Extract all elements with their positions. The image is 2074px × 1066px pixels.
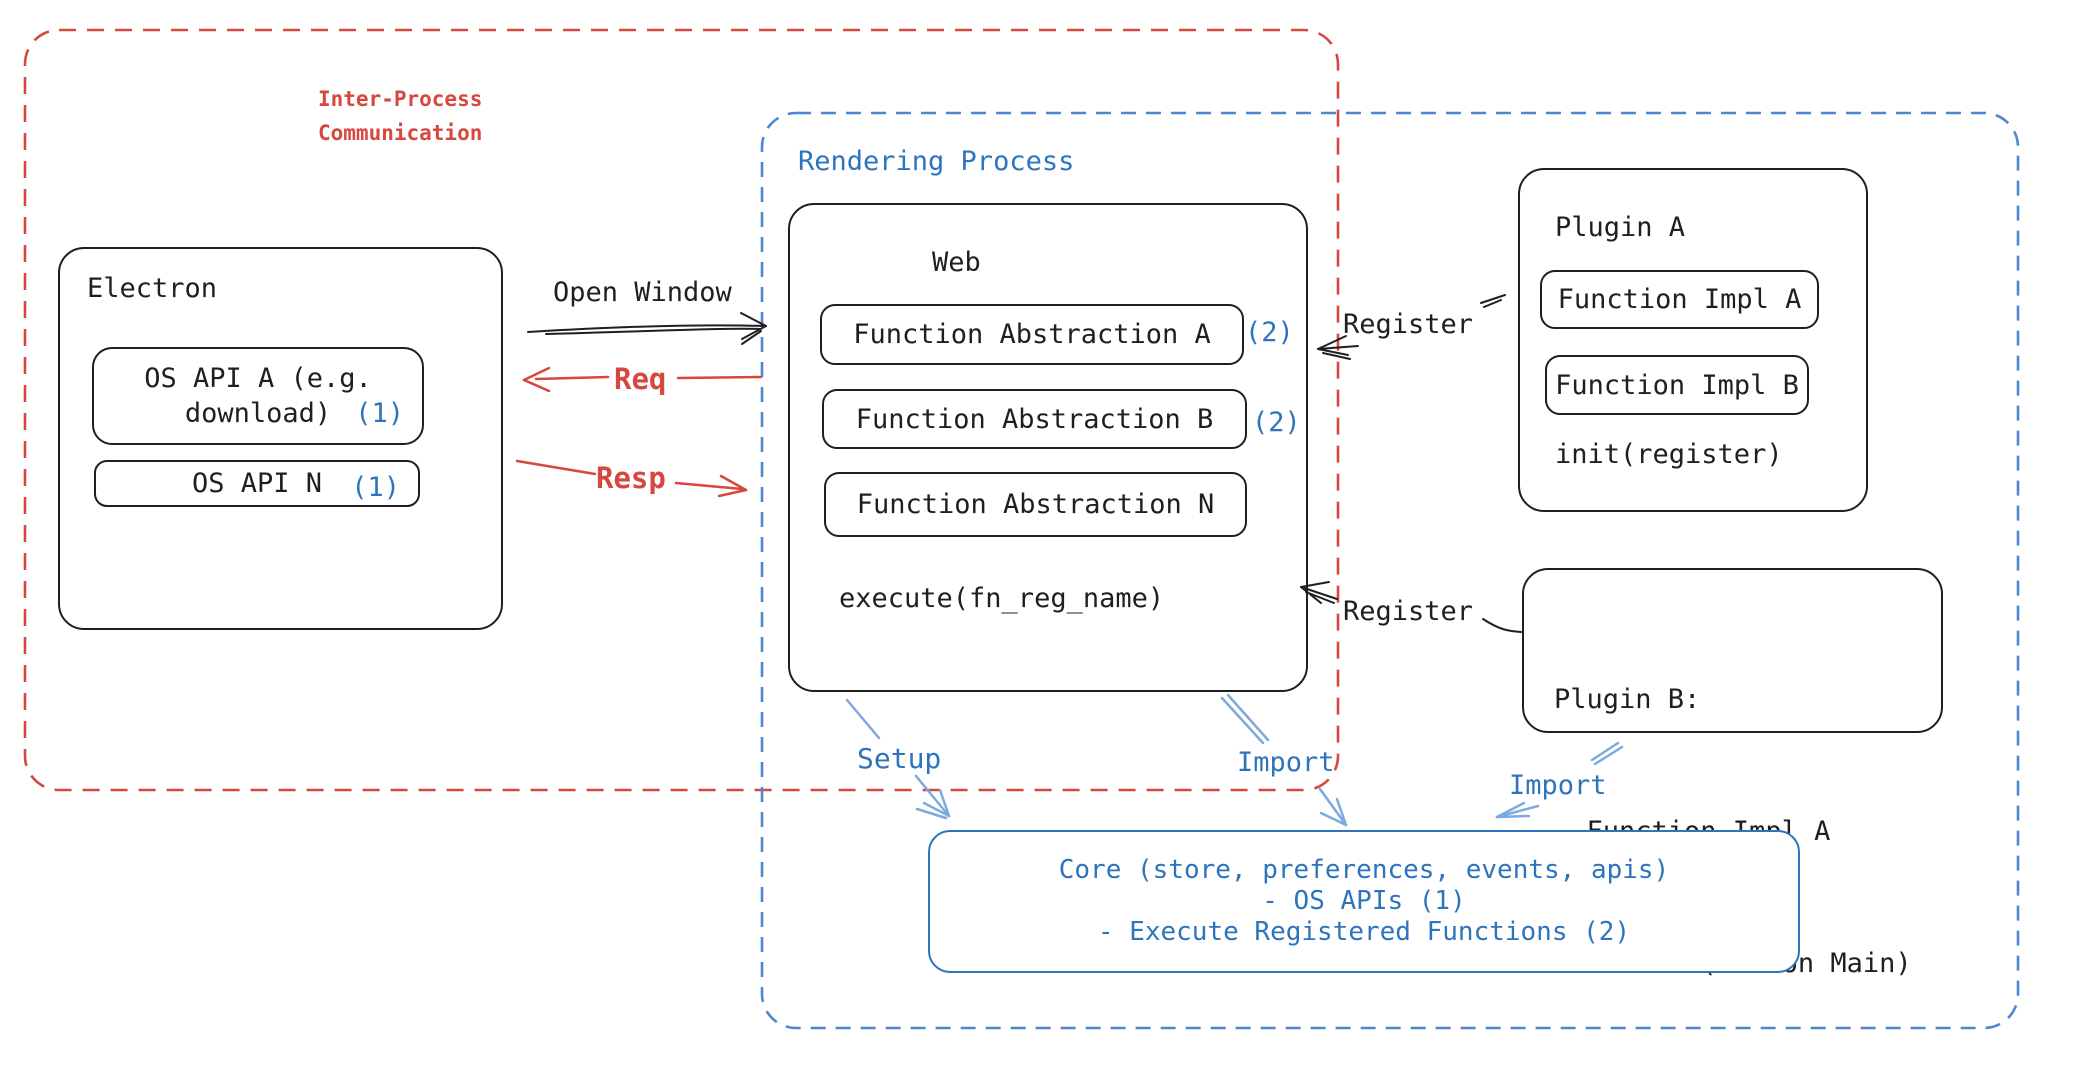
os-api-a-badge: (1) [355,398,404,429]
ipc-label: Inter-Process Communication [318,87,483,145]
open-window-arrow [527,312,767,345]
init-register-label: init(register) [1555,439,1783,470]
core-line-title: Core (store, preferences, events, apis) [1058,855,1670,885]
function-impl-a-box: Function Impl A [1540,270,1819,329]
import-web-label: Import [1237,747,1335,778]
rendering-label: Rendering Process [798,146,1075,177]
open-window-label: Open Window [553,277,732,308]
os-api-n-box: OS API N (1) [94,460,420,507]
os-api-n-label: OS API N [191,468,323,499]
register-b-label: Register [1343,596,1474,627]
function-impl-a-label: Function Impl A [1557,284,1802,315]
function-impl-b-box: Function Impl B [1545,355,1809,415]
os-api-a-box: OS API A (e.g. download) (1) [92,347,424,445]
function-abstraction-n-label: Function Abstraction N [856,489,1215,520]
function-abstraction-n-box: Function Abstraction N [824,472,1247,537]
core-line-os-apis: - OS APIs (1) [1262,886,1466,916]
blue-arrows [845,693,1624,827]
setup-label: Setup [857,742,942,775]
web-title: Web [932,247,981,278]
plugin-a-box: Plugin A Function Impl A Function Impl B… [1518,168,1868,512]
function-impl-b-label: Function Impl B [1555,369,1799,401]
function-abstraction-b-label: Function Abstraction B [855,403,1214,435]
function-abstraction-b-badge: (2) [1252,407,1301,438]
plugin-b-box: Plugin B: - Function Impl A - Module (ru… [1522,568,1943,979]
core-line-execute: - Execute Registered Functions (2) [1097,917,1631,947]
function-abstraction-b-box: Function Abstraction B [822,389,1247,449]
electron-box: Electron OS API A (e.g. download) (1) OS… [58,247,503,630]
core-box: Core (store, preferences, events, apis) … [928,830,1800,973]
resp-label: Resp [596,461,666,495]
plugin-b-title: Plugin B: [1554,684,1701,715]
req-label: Req [614,362,667,396]
function-abstraction-a-box: Function Abstraction A [820,304,1244,365]
os-api-n-badge: (1) [351,472,400,503]
execute-label: execute(fn_reg_name) [839,583,1165,614]
plugin-a-title: Plugin A [1555,212,1686,243]
function-abstraction-a-label: Function Abstraction A [853,319,1211,350]
web-box: Web Function Abstraction A (2) Function … [788,203,1308,692]
import-plugin-label: Import [1509,770,1607,801]
electron-title: Electron [87,273,218,304]
function-abstraction-a-badge: (2) [1245,317,1294,348]
os-api-a-label: OS API A (e.g. download) [144,363,372,429]
register-a-label: Register [1343,309,1474,340]
